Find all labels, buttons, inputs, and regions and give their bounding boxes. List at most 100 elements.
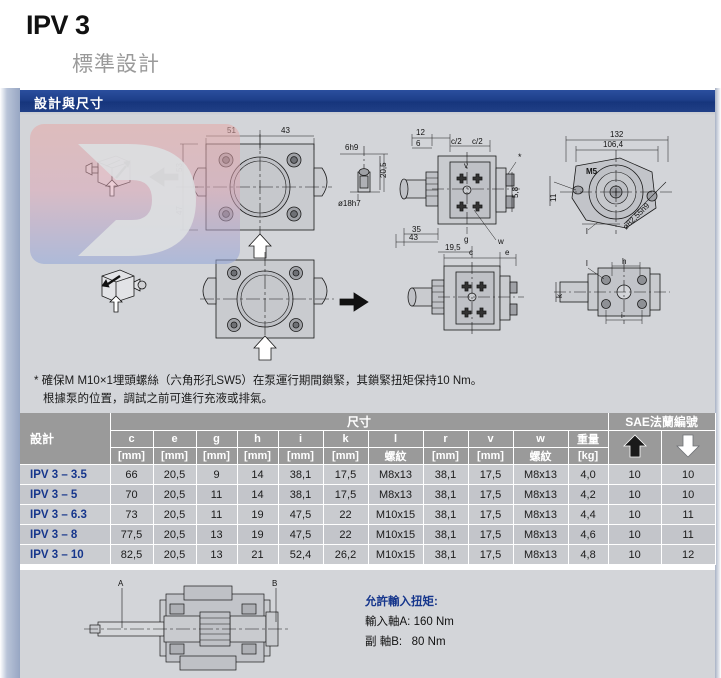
table-letter-header-row: c e g h i k l r v w 重量 (20, 430, 716, 465)
svg-text:M5: M5 (586, 167, 598, 176)
col-g: g (196, 430, 238, 448)
left-margin-strip (0, 88, 20, 678)
svg-text:g: g (464, 235, 468, 244)
cell-k: 22 (323, 504, 369, 525)
svg-text:43: 43 (409, 233, 418, 242)
cell-sae-outlet: 11 (661, 524, 716, 545)
cell-sae-inlet: 10 (608, 504, 662, 525)
row-model: IPV 3 – 8 (20, 524, 111, 545)
cell-c: 82,5 (110, 544, 154, 565)
cell-r: 38,1 (423, 524, 469, 545)
arrow-up-icon (622, 434, 647, 458)
arrow-down-icon (676, 434, 701, 458)
unit-g: [mm] (196, 447, 238, 465)
cell-k: 26,2 (323, 544, 369, 565)
col-w: w (513, 430, 569, 448)
pump-section-view-top: 12 6 c/2 c/2 v 5,8 35 (395, 128, 522, 258)
cell-r: 38,1 (423, 544, 469, 565)
cell-c: 77,5 (110, 524, 154, 545)
section-header-label: 設計與尺寸 (34, 96, 105, 111)
col-i: i (278, 430, 324, 448)
footnote-line-2: 根據泵的位置，調試之前可進行充液或排氣。 (43, 392, 273, 405)
svg-text:132: 132 (610, 130, 624, 139)
cell-i: 38,1 (278, 464, 324, 485)
svg-text:k: k (555, 293, 564, 298)
svg-text:A: A (118, 579, 124, 588)
cell-sae-outlet: 10 (661, 484, 716, 505)
cell-e: 20,5 (153, 464, 197, 485)
cell-l: M10x15 (368, 504, 424, 525)
cell-sae-inlet: 10 (608, 544, 662, 565)
col-group-dimensions: 尺寸 (110, 413, 609, 431)
svg-text:c/2: c/2 (451, 137, 462, 146)
table-group-header-row: 設計 尺寸 SAE法蘭編號 (20, 413, 716, 465)
torque-line-1-value: 160 Nm (413, 616, 454, 629)
svg-text:i: i (621, 311, 623, 320)
footnote-line-1: * 確保M M10×1埋頭螺絲（六角形孔SW5）在泵運行期間鎖緊，其鎖緊扭矩保持… (34, 375, 483, 387)
key-detail-view: 6h9 20,5 ø18h7 (338, 143, 388, 208)
pump-section-view-bottom: c e (407, 248, 524, 334)
row-model: IPV 3 – 6.3 (20, 504, 111, 525)
orientation-icon-top (85, 155, 131, 197)
svg-text:19,5: 19,5 (445, 243, 461, 252)
cell-h: 19 (237, 504, 279, 525)
svg-text:47: 47 (175, 206, 184, 215)
cell-r: 38,1 (423, 464, 469, 485)
row-model: IPV 3 – 3.5 (20, 464, 111, 485)
page-subtitle: 標準設計 (72, 53, 160, 76)
row-model: IPV 3 – 10 (20, 544, 111, 565)
cell-i: 52,4 (278, 544, 324, 565)
cell-weight: 4,8 (568, 544, 609, 565)
col-l: l (368, 430, 424, 448)
svg-text:h: h (622, 257, 626, 266)
torque-note-heading: 允許輸入扭矩: (365, 596, 438, 608)
cell-h: 19 (237, 524, 279, 545)
cell-h: 21 (237, 544, 279, 565)
page-title: IPV 3 (26, 10, 90, 40)
unit-l: 螺紋 (368, 447, 424, 465)
cell-i: 47,5 (278, 524, 324, 545)
torque-line-2-label: 副 軸B: (365, 636, 403, 649)
technical-drawings-panel: 51 43 53 47 6h9 (20, 116, 715, 365)
orientation-icon-bottom (101, 269, 147, 313)
svg-text:35: 35 (412, 225, 421, 234)
col-h: h (237, 430, 279, 448)
unit-h: [mm] (237, 447, 279, 465)
torque-line-2-value: 80 Nm (411, 636, 446, 649)
col-c: c (110, 430, 154, 448)
svg-text:51: 51 (227, 126, 236, 135)
torque-note: 允許輸入扭矩: 輸入軸A: 160 Nm 副 軸B: 80 Nm (365, 592, 454, 652)
unit-k: [mm] (323, 447, 369, 465)
svg-text:11: 11 (549, 193, 558, 202)
svg-text:ø18h7: ø18h7 (338, 199, 361, 208)
svg-text:c/2: c/2 (472, 137, 483, 146)
cell-l: M10x15 (368, 524, 424, 545)
flow-arrow-left (149, 167, 179, 187)
cell-c: 73 (110, 504, 154, 525)
cell-v: 17,5 (468, 524, 514, 545)
svg-text:106,4: 106,4 (603, 140, 624, 149)
cell-i: 47,5 (278, 504, 324, 525)
torque-note-line-2: 副 軸B: 80 Nm (365, 632, 454, 652)
cell-k: 17,5 (323, 484, 369, 505)
svg-text:e: e (505, 248, 510, 257)
port-plate-view: h l k i (554, 257, 670, 324)
footnote-panel: * 確保M M10×1埋頭螺絲（六角形孔SW5）在泵運行期間鎖緊，其鎖緊扭矩保持… (20, 365, 715, 413)
flange-front-view: 51 43 53 47 (175, 126, 332, 259)
cell-sae-outlet: 11 (661, 504, 716, 525)
unit-weight: [kg] (568, 447, 609, 465)
cell-g: 13 (196, 544, 238, 565)
cell-sae-inlet: 10 (608, 464, 662, 485)
cell-k: 22 (323, 524, 369, 545)
svg-text:*: * (518, 152, 522, 162)
col-sae-inlet (608, 430, 662, 465)
torque-note-line-1: 輸入軸A: 160 Nm (365, 612, 454, 632)
unit-w: 螺紋 (513, 447, 569, 465)
row-model: IPV 3 – 5 (20, 484, 111, 505)
cell-r: 38,1 (423, 504, 469, 525)
cell-e: 20,5 (153, 504, 197, 525)
cell-w: M8x13 (513, 464, 569, 485)
cell-e: 20,5 (153, 544, 197, 565)
flange-front-view-bottom (200, 252, 334, 361)
